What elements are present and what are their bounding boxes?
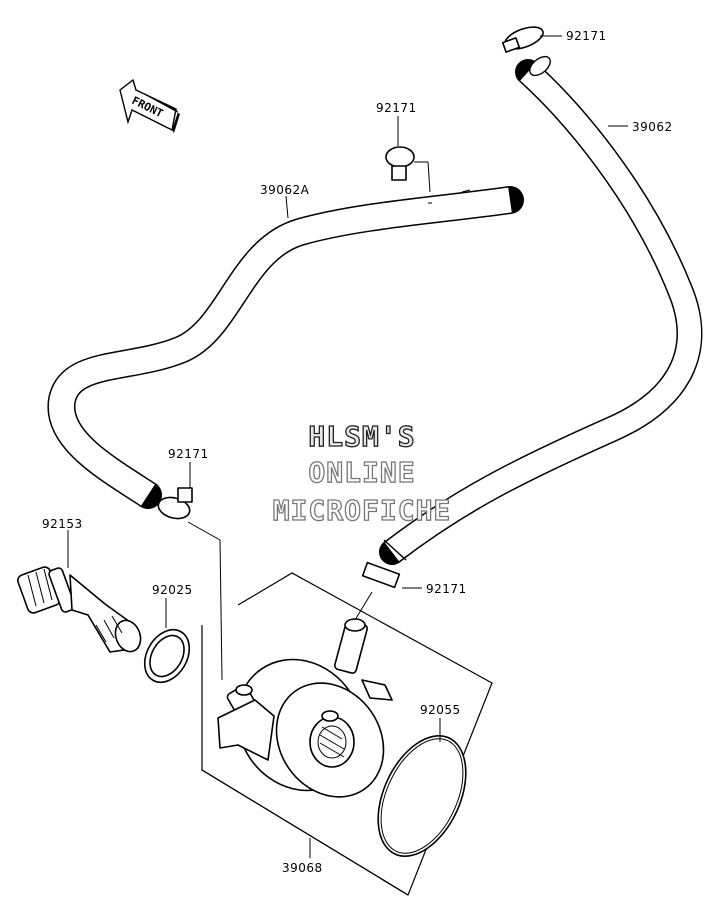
washer-92025 — [143, 628, 191, 684]
fitting-92153 — [17, 566, 142, 653]
label-oil-cooler: 39068 — [282, 861, 323, 875]
watermark-line1: HLSM'S — [308, 420, 415, 453]
label-washer: 92025 — [152, 583, 193, 597]
clamp-top-right — [501, 26, 544, 53]
oring-92055 — [377, 735, 467, 857]
label-hose-left: 39062A — [260, 183, 310, 197]
watermark-line2: ONLINE — [308, 456, 415, 489]
watermark-line3: MICROFICHE — [273, 494, 452, 527]
label-clamp-middle-top: 92171 — [376, 101, 417, 115]
clamp-left — [157, 487, 193, 520]
hose-left — [47, 186, 524, 509]
label-clamp-top-right: 92171 — [566, 29, 607, 43]
clamp-middle-top — [385, 146, 431, 193]
label-fitting: 92153 — [42, 517, 83, 531]
clamp-lower — [351, 561, 401, 626]
label-hose-right: 39062 — [632, 120, 673, 134]
label-clamp-left: 92171 — [168, 447, 209, 461]
leader-lines — [67, 35, 628, 858]
oil-cooler-39068 — [201, 572, 493, 896]
label-clamp-lower: 92171 — [426, 582, 467, 596]
hose-right — [379, 55, 703, 565]
label-oring: 92055 — [420, 703, 461, 717]
front-arrow-icon: FRONT — [119, 78, 180, 133]
